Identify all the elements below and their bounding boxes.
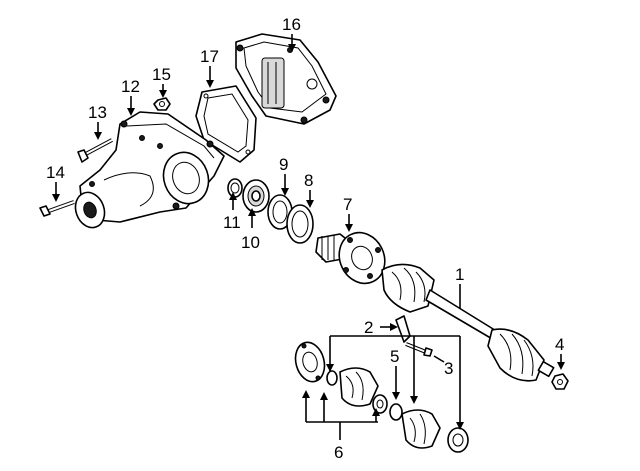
part-8-shim (286, 204, 314, 244)
part-16-rear-cover (235, 33, 337, 125)
callout-8: 8 (304, 171, 313, 190)
callout-1: 1 (455, 265, 464, 284)
callout-12: 12 (121, 77, 140, 96)
leader-lines (52, 34, 565, 440)
part-15-nut (153, 97, 171, 111)
part-11-seal (227, 178, 243, 198)
part-4-axle-nut (551, 373, 569, 390)
callout-15: 15 (152, 65, 171, 84)
callout-16: 16 (282, 15, 301, 34)
part-10-bearing (242, 179, 270, 213)
callout-2: 2 (364, 318, 373, 337)
part-3-bolt (405, 342, 433, 357)
part-7-output-flange (315, 231, 386, 285)
part-12-differential-housing (74, 111, 225, 229)
callout-7: 7 (343, 195, 352, 214)
callout-5: 5 (390, 347, 399, 366)
callout-9: 9 (279, 155, 288, 174)
part-6-boot-kit (294, 341, 469, 453)
part-13-bolt (77, 138, 113, 163)
callout-14: 14 (46, 163, 65, 182)
callout-labels: 16 17 15 12 13 14 11 10 9 8 7 1 2 3 5 4 … (46, 15, 564, 462)
callout-13: 13 (88, 103, 107, 122)
callout-6: 6 (334, 443, 343, 462)
callout-10: 10 (241, 233, 260, 252)
part-14-bolt (39, 200, 75, 217)
callout-17: 17 (200, 47, 219, 66)
callout-4: 4 (555, 335, 564, 354)
callout-11: 11 (223, 213, 241, 232)
callout-3: 3 (444, 359, 453, 378)
part-1-drive-shaft (381, 263, 555, 382)
part-2-bracket (395, 315, 411, 343)
